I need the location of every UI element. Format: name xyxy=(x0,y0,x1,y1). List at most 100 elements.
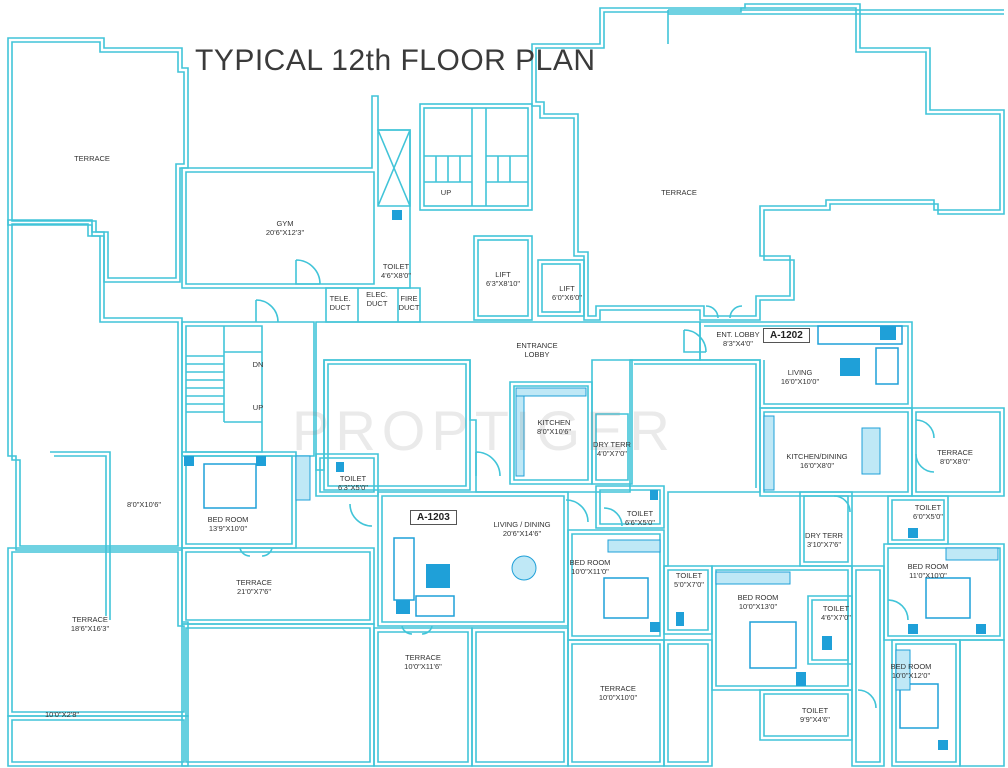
wall-shaft xyxy=(377,129,411,207)
bed-1202-b xyxy=(749,621,797,669)
door-lobby xyxy=(683,329,707,353)
bed-1203-a xyxy=(203,463,257,509)
bed-side-4 xyxy=(908,624,918,634)
dining-1203 xyxy=(511,555,537,581)
wall-stair-top-inner xyxy=(423,107,529,207)
wall-terrace-1202 xyxy=(911,407,1005,497)
room-stair-up: UP xyxy=(252,403,264,412)
bed-1202-a xyxy=(925,577,971,619)
sofa-1203-b xyxy=(415,595,455,617)
room-terrace-top-left: TERRACE xyxy=(74,154,110,163)
wall-bed-1202-b xyxy=(711,565,853,691)
wall-right-edge xyxy=(630,359,761,567)
table-1203 xyxy=(426,564,450,588)
wall-dry-terr-1203 xyxy=(591,359,633,485)
wall-lower-center xyxy=(181,623,569,767)
wc-1203-b xyxy=(650,490,658,500)
door-1202-bed xyxy=(887,599,909,621)
door-1203-bed xyxy=(349,503,373,527)
sofa-1202 xyxy=(817,325,903,345)
room-elec-duct: ELEC.DUCT xyxy=(366,290,388,308)
bed-side-3 xyxy=(650,622,660,632)
bed-side-7 xyxy=(938,740,948,750)
wall-top-strip xyxy=(667,9,1004,44)
bed-side-2 xyxy=(256,456,266,466)
wall-lift-2-inner xyxy=(541,263,581,313)
wall-terrace-top-right-inner xyxy=(535,7,1001,317)
chair-1203 xyxy=(396,600,410,614)
bed-side-5 xyxy=(976,624,986,634)
dining-1202 xyxy=(861,427,881,475)
door-gym xyxy=(295,259,321,285)
door-1202-bed-c xyxy=(857,689,877,709)
door-ent-lobby xyxy=(705,305,743,319)
wc-1202-b xyxy=(822,636,832,650)
kitchen-counter-1203 xyxy=(515,387,587,397)
wall-left-room xyxy=(7,219,183,551)
room-left-bottom: 10'0"X2'8" xyxy=(44,710,80,719)
wall-stair-flights xyxy=(424,108,528,206)
door-1203-main xyxy=(475,451,501,477)
fixtures xyxy=(184,210,999,750)
door-1202-terrace xyxy=(915,419,935,473)
kitchen-counter-1203-b xyxy=(515,395,525,477)
wall-bed-1203-a xyxy=(181,451,297,549)
sofa-1203 xyxy=(393,537,415,601)
room-left: 8'0"X10'6" xyxy=(126,500,162,509)
room-tele-duct: TELE.DUCT xyxy=(329,294,351,312)
door-terrace-1203-b xyxy=(401,625,433,635)
bed-1202-c xyxy=(899,683,939,729)
kitchen-counter-1202 xyxy=(763,415,775,491)
bed-1203-b xyxy=(603,577,649,619)
wardrobe-1202-b xyxy=(715,571,791,585)
watermark: PROPTIGER xyxy=(292,399,676,462)
wc-1203-a xyxy=(336,462,344,472)
wardrobe-1202-c xyxy=(895,649,911,691)
wall-terrace-top-left-inner xyxy=(11,41,185,279)
door-terrace-1203 xyxy=(239,547,273,557)
wall-lift-1 xyxy=(473,235,533,321)
wall-left-room-inner xyxy=(11,223,179,547)
wc-gym xyxy=(392,210,402,220)
chair-1202 xyxy=(880,326,896,340)
table-1202 xyxy=(840,358,860,376)
door-1202-dry xyxy=(833,495,851,513)
wall-left-bottom xyxy=(7,715,189,767)
wall-terrace-top-right xyxy=(531,3,1005,321)
wall-lift-1-inner xyxy=(477,239,529,317)
wall-lobby-inner-block xyxy=(323,359,471,491)
wall-bottom-right xyxy=(663,565,1005,767)
wall-terrace-1203-c xyxy=(567,639,665,767)
sofa-1202-b xyxy=(875,347,899,385)
wardrobe-1203 xyxy=(295,455,311,501)
wall-dry-terr-1202 xyxy=(799,491,853,567)
bed-side-1 xyxy=(184,456,194,466)
wall-stair-top xyxy=(419,103,533,211)
door-1203-living xyxy=(565,499,589,523)
